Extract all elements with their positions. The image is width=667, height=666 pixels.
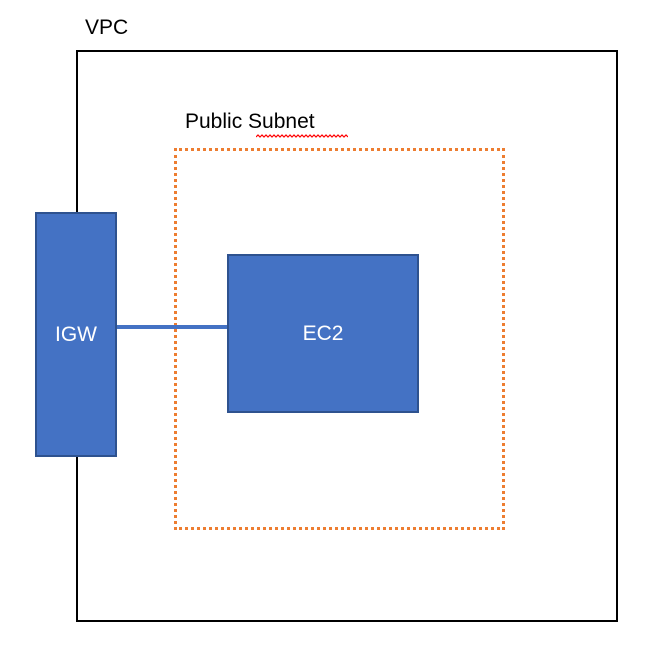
public-subnet-boundary[interactable] [174,148,505,530]
node-ec2[interactable]: EC2 [227,254,419,413]
public-subnet-label: Public Subnet [185,110,315,133]
spellcheck-underline-icon [256,134,348,138]
node-igw[interactable]: IGW [35,212,117,457]
node-igw-label: IGW [55,323,97,346]
connector-igw-to-ec2[interactable] [112,325,230,329]
node-ec2-label: EC2 [302,322,344,345]
vpc-label: VPC [85,16,129,39]
